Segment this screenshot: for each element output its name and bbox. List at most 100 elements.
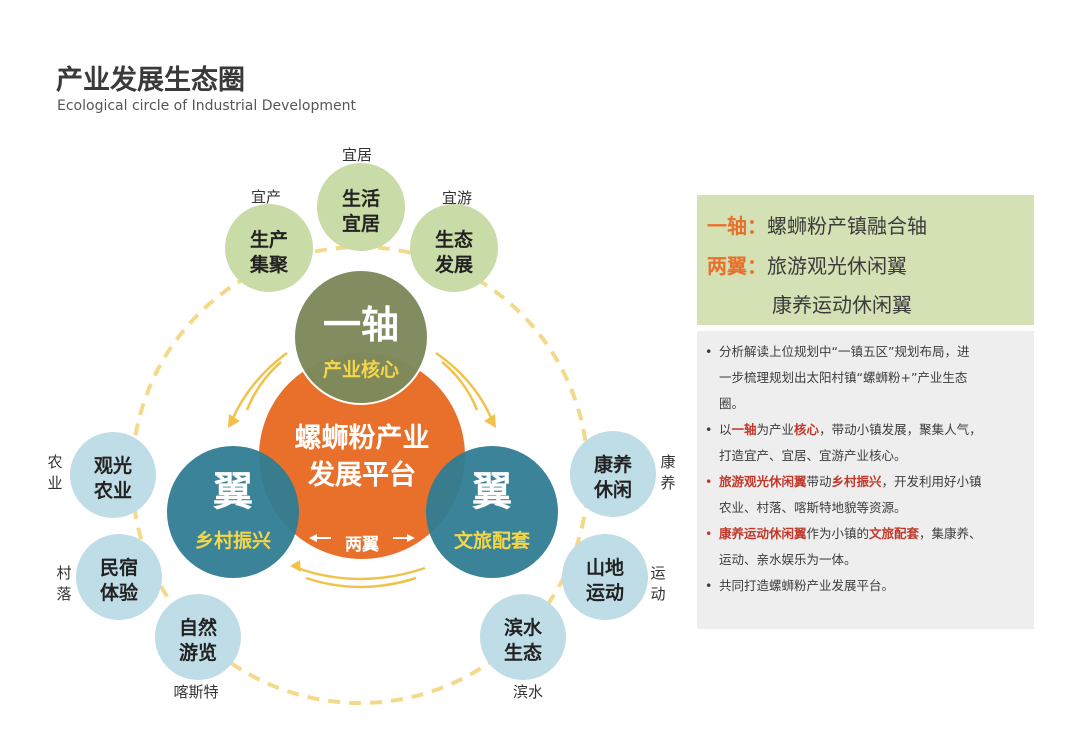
note-text: 打造宜产、宜居、宜游产业核心。 bbox=[719, 448, 907, 463]
axis-key: 一轴 bbox=[707, 214, 747, 238]
node-label: 集聚 bbox=[249, 253, 289, 276]
note-highlight: 旅游观光休闲翼 bbox=[719, 474, 807, 489]
wings-key: 两翼 bbox=[707, 254, 747, 278]
tag-label: 滨水 bbox=[513, 683, 543, 701]
node-label: 体验 bbox=[100, 581, 139, 604]
wings-summary-line-2: 康养运动休闲翼 bbox=[772, 289, 912, 318]
wing-left: 翼 乡村振兴 bbox=[167, 446, 299, 578]
axis-text: 螺蛳粉产镇融合轴 bbox=[767, 214, 927, 238]
tag-label: 动 bbox=[650, 585, 665, 603]
summary-box: 一轴：螺蛳粉产镇融合轴 两翼：旅游观光休闲翼 康养运动休闲翼 bbox=[697, 195, 1034, 325]
node-mountain-sports: 山地 运动 bbox=[562, 534, 648, 620]
wing-label: 文旅配套 bbox=[454, 529, 531, 552]
tag-label: 业 bbox=[47, 474, 62, 492]
note-text: 为产业 bbox=[756, 422, 795, 437]
note-text: 一步梳理规划出太阳村镇“螺蛳粉+”产业生态 bbox=[719, 370, 968, 385]
axis-summary-line: 一轴：螺蛳粉产镇融合轴 bbox=[707, 210, 927, 239]
note-text: 作为小镇的 bbox=[806, 526, 870, 541]
note-highlight: 康养运动休闲翼 bbox=[719, 526, 807, 541]
node-label: 休闲 bbox=[593, 478, 632, 501]
node-label: 农业 bbox=[93, 479, 132, 502]
note-text: ，集康养、 bbox=[919, 526, 982, 541]
wings-separator: ： bbox=[747, 254, 767, 278]
tag-label: 喀斯特 bbox=[173, 683, 218, 701]
bullet: • bbox=[705, 578, 713, 593]
wings-summary-line: 两翼：旅游观光休闲翼 bbox=[707, 250, 907, 279]
node-living-habitat: 生活 宜居 bbox=[317, 163, 405, 251]
note-highlight: 文旅配套 bbox=[869, 526, 920, 541]
wings-label-group: 两翼 bbox=[309, 534, 415, 555]
node-sightseeing-agriculture: 观光 农业 bbox=[70, 432, 156, 518]
center-label: 发展平台 bbox=[307, 459, 416, 491]
tag-label: 宜产 bbox=[251, 188, 281, 206]
node-waterfront-ecology: 滨水 生态 bbox=[480, 594, 566, 680]
note-item: • 旅游观光休闲翼带动乡村振兴，开发利用好小镇 农业、村落、喀斯特地貌等资源。 bbox=[705, 469, 1022, 521]
page-title: 产业发展生态圈 bbox=[56, 65, 245, 96]
note-highlight: 乡村振兴 bbox=[831, 474, 882, 489]
page-subtitle: Ecological circle of Industrial Developm… bbox=[57, 98, 356, 114]
node-label: 自然 bbox=[179, 616, 217, 639]
note-text: 农业、村落、喀斯特地貌等资源。 bbox=[719, 500, 907, 515]
node-ecology-development: 生态 发展 bbox=[410, 204, 498, 292]
note-text: ，带动小镇发展，聚集人气， bbox=[819, 422, 982, 437]
note-text: 带动 bbox=[806, 474, 832, 489]
note-item: • 分析解读上位规划中“一镇五区”规划布局，进 一步梳理规划出太阳村镇“螺蛳粉+… bbox=[705, 339, 1022, 417]
wing-title: 翼 bbox=[472, 469, 512, 515]
node-label: 民宿 bbox=[100, 556, 138, 579]
note-text: 以 bbox=[719, 422, 732, 437]
tag-label: 运 bbox=[650, 564, 665, 582]
wing-label: 乡村振兴 bbox=[195, 529, 271, 552]
note-highlight: 核心 bbox=[794, 422, 820, 437]
wing-right: 翼 文旅配套 bbox=[426, 446, 558, 578]
note-text: 共同打造螺蛳粉产业发展平台。 bbox=[719, 578, 895, 593]
node-homestay-experience: 民宿 体验 bbox=[76, 534, 162, 620]
notes-box: • 分析解读上位规划中“一镇五区”规划布局，进 一步梳理规划出太阳村镇“螺蛳粉+… bbox=[697, 331, 1034, 629]
wings-label: 两翼 bbox=[345, 535, 379, 555]
node-label: 生产 bbox=[250, 228, 288, 251]
tag-label: 宜居 bbox=[342, 146, 372, 164]
node-wellness-leisure: 康养 休闲 bbox=[570, 431, 656, 517]
note-text: 圈。 bbox=[719, 396, 745, 411]
note-item: • 康养运动休闲翼作为小镇的文旅配套，集康养、 运动、亲水娱乐为一体。 bbox=[705, 521, 1022, 573]
cycle-arrows bbox=[230, 351, 494, 589]
node-nature-tour: 自然 游览 bbox=[155, 594, 241, 680]
arrow-heads bbox=[228, 414, 496, 572]
node-label: 生活 bbox=[342, 187, 380, 210]
bullet: • bbox=[705, 526, 713, 541]
tag-label: 康 bbox=[660, 453, 675, 471]
tag-label: 养 bbox=[660, 474, 675, 492]
wing-title: 翼 bbox=[213, 469, 253, 515]
node-label: 宜居 bbox=[342, 212, 380, 235]
node-label: 生态 bbox=[435, 228, 473, 251]
note-text: ，开发利用好小镇 bbox=[881, 474, 982, 489]
axis-label: 产业核心 bbox=[323, 358, 399, 381]
axis-title: 一轴 bbox=[323, 303, 399, 347]
node-label: 运动 bbox=[586, 582, 624, 604]
node-label: 游览 bbox=[179, 641, 217, 664]
note-highlight: 一轴 bbox=[731, 422, 757, 437]
bullet: • bbox=[705, 422, 713, 437]
center-label: 螺蛳粉产业 bbox=[295, 423, 430, 454]
tag-label: 宜游 bbox=[442, 189, 472, 207]
bullet: • bbox=[705, 474, 713, 489]
node-label: 观光 bbox=[94, 454, 132, 477]
wings-text: 旅游观光休闲翼 bbox=[767, 254, 907, 278]
tag-label: 村 bbox=[56, 564, 71, 582]
wings-text: 康养运动休闲翼 bbox=[772, 293, 912, 317]
tag-label: 落 bbox=[56, 585, 71, 603]
tag-label: 农 bbox=[47, 453, 62, 471]
note-item: • 以一轴为产业核心，带动小镇发展，聚集人气， 打造宜产、宜居、宜游产业核心。 bbox=[705, 417, 1022, 469]
note-item: • 共同打造螺蛳粉产业发展平台。 bbox=[705, 573, 1022, 599]
node-production-cluster: 生产 集聚 bbox=[225, 204, 313, 292]
bullet: • bbox=[705, 344, 713, 359]
node-label: 康养 bbox=[594, 453, 632, 476]
axis-separator: ： bbox=[747, 214, 767, 238]
node-label: 滨水 bbox=[504, 616, 543, 639]
node-label: 发展 bbox=[434, 253, 473, 276]
node-label: 山地 bbox=[586, 556, 624, 579]
notes-list: • 分析解读上位规划中“一镇五区”规划布局，进 一步梳理规划出太阳村镇“螺蛳粉+… bbox=[697, 331, 1034, 599]
axis-core: 一轴 产业核心 bbox=[293, 269, 429, 405]
center-platform: 螺蛳粉产业 发展平台 bbox=[259, 353, 465, 559]
note-text: 分析解读上位规划中“一镇五区”规划布局，进 bbox=[719, 344, 970, 359]
